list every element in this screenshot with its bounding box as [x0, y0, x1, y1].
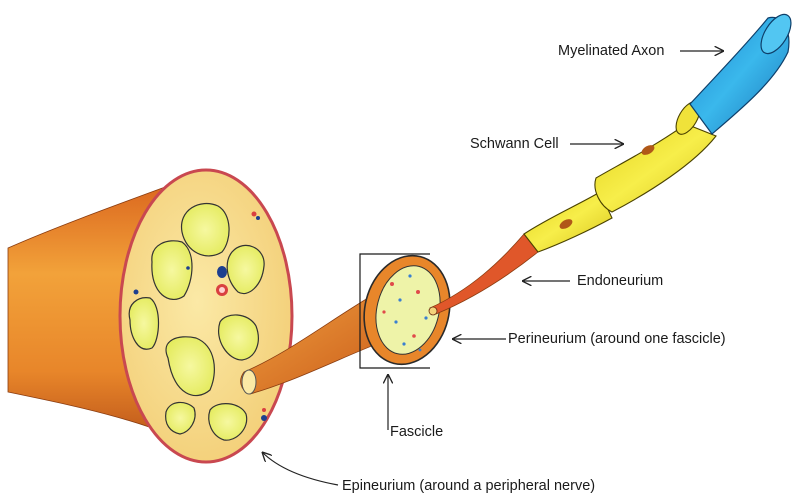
label-myelinated-axon: Myelinated Axon [558, 44, 664, 59]
label-schwann-cell: Schwann Cell [470, 137, 559, 152]
endoneurium-fiber [430, 234, 538, 314]
label-perineurium: Perineurium (around one fascicle) [508, 332, 726, 347]
label-epineurium: Epineurium (around a peripheral nerve) [342, 479, 595, 494]
schwann-cells [524, 98, 716, 252]
label-endoneurium: Endoneurium [577, 274, 663, 289]
label-fascicle: Fascicle [390, 425, 443, 440]
